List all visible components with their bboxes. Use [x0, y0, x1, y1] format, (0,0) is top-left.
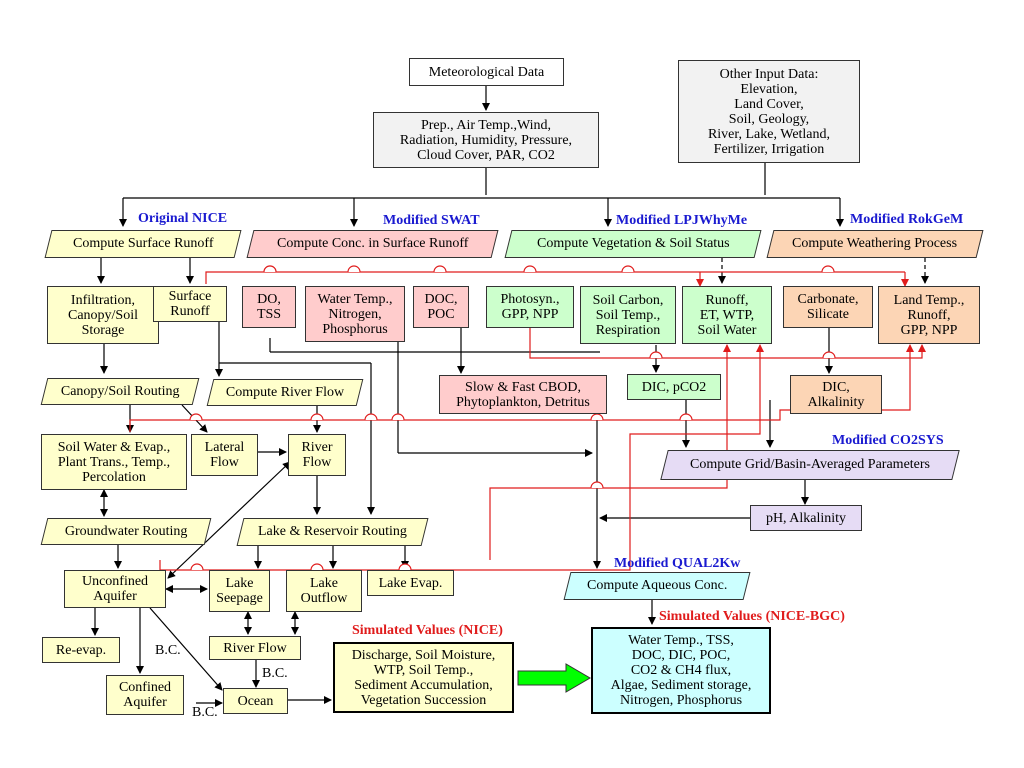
unconfined-aquifer-box: Unconfined Aquifer	[64, 570, 166, 608]
simulated-values-nice-box: Discharge, Soil Moisture, WTP, Soil Temp…	[333, 642, 514, 713]
process-compute-conc-surface-runoff: Compute Conc. in Surface Runoff	[246, 230, 499, 258]
river-flow-box: River Flow	[288, 434, 346, 476]
river-flow-lower-box: River Flow	[209, 636, 301, 660]
meteorological-data-box: Meteorological Data	[409, 58, 564, 86]
label-modified-rokgem: Modified RokGeM	[850, 212, 964, 227]
lake-outflow-box: Lake Outflow	[286, 570, 362, 612]
soil-water-evap-box: Soil Water & Evap., Plant Trans., Temp.,…	[41, 434, 187, 490]
process-compute-aqueous-conc: Compute Aqueous Conc.	[563, 572, 751, 600]
soil-carbon-box: Soil Carbon, Soil Temp., Respiration	[580, 286, 676, 344]
land-temp-runoff-gpp-box: Land Temp., Runoff, GPP, NPP	[878, 286, 980, 344]
ocean-box: Ocean	[223, 688, 288, 714]
surface-runoff-box: Surface Runoff	[153, 286, 227, 322]
cbod-phytoplankton-detritus-box: Slow & Fast CBOD, Phytoplankton, Detritu…	[439, 375, 607, 414]
label-original-nice: Original NICE	[138, 211, 228, 226]
carbonate-silicate-box: Carbonate, Silicate	[783, 286, 873, 328]
bc-label: B.C.	[192, 705, 218, 720]
process-lake-reservoir-routing: Lake & Reservoir Routing	[236, 518, 429, 546]
simulated-values-nice-title: Simulated Values (NICE)	[352, 623, 503, 638]
lake-seepage-box: Lake Seepage	[209, 570, 270, 612]
other-input-data-box: Other Input Data: Elevation, Land Cover,…	[678, 60, 860, 163]
re-evap-box: Re-evap.	[42, 637, 120, 663]
infiltration-canopy-soil-storage-box: Infiltration, Canopy/Soil Storage	[47, 286, 159, 344]
process-compute-weathering: Compute Weathering Process	[766, 230, 984, 258]
label-modified-swat: Modified SWAT	[383, 213, 480, 228]
water-temp-nitrogen-phosphorus-box: Water Temp., Nitrogen, Phosphorus	[305, 286, 405, 342]
label-modified-co2sys: Modified CO2SYS	[832, 433, 944, 448]
label-modified-qual2kw: Modified QUAL2Kw	[614, 556, 741, 571]
photosyn-gpp-npp-box: Photosyn., GPP, NPP	[486, 286, 574, 328]
doc-poc-box: DOC, POC	[413, 286, 469, 328]
runoff-et-wtp-box: Runoff, ET, WTP, Soil Water	[682, 286, 772, 344]
process-compute-vegetation-soil-status: Compute Vegetation & Soil Status	[504, 230, 762, 258]
lake-evap-box: Lake Evap.	[367, 570, 454, 596]
process-compute-surface-runoff: Compute Surface Runoff	[44, 230, 242, 258]
simulated-values-nice-bgc-box: Water Temp., TSS, DOC, DIC, POC, CO2 & C…	[591, 627, 771, 714]
dic-alkalinity-box: DIC, Alkalinity	[790, 375, 882, 414]
process-groundwater-routing: Groundwater Routing	[40, 518, 212, 545]
ph-alkalinity-box: pH, Alkalinity	[750, 505, 862, 531]
lateral-flow-box: Lateral Flow	[191, 434, 258, 476]
simulated-values-nice-bgc-title: Simulated Values (NICE-BGC)	[659, 609, 845, 624]
meteorological-variables-box: Prep., Air Temp.,Wind, Radiation, Humidi…	[373, 112, 599, 168]
process-compute-grid-basin-averaged: Compute Grid/Basin-Averaged Parameters	[660, 450, 960, 480]
label-modified-lpjwhyme: Modified LPJWhyMe	[616, 213, 748, 228]
process-compute-river-flow: Compute River Flow	[206, 379, 364, 406]
bc-label: B.C.	[155, 643, 181, 658]
dic-pco2-box: DIC, pCO2	[627, 374, 721, 400]
do-tss-box: DO, TSS	[242, 286, 296, 328]
confined-aquifer-box: Confined Aquifer	[106, 675, 184, 715]
process-canopy-soil-routing: Canopy/Soil Routing	[40, 378, 200, 405]
bc-label: B.C.	[262, 666, 288, 681]
